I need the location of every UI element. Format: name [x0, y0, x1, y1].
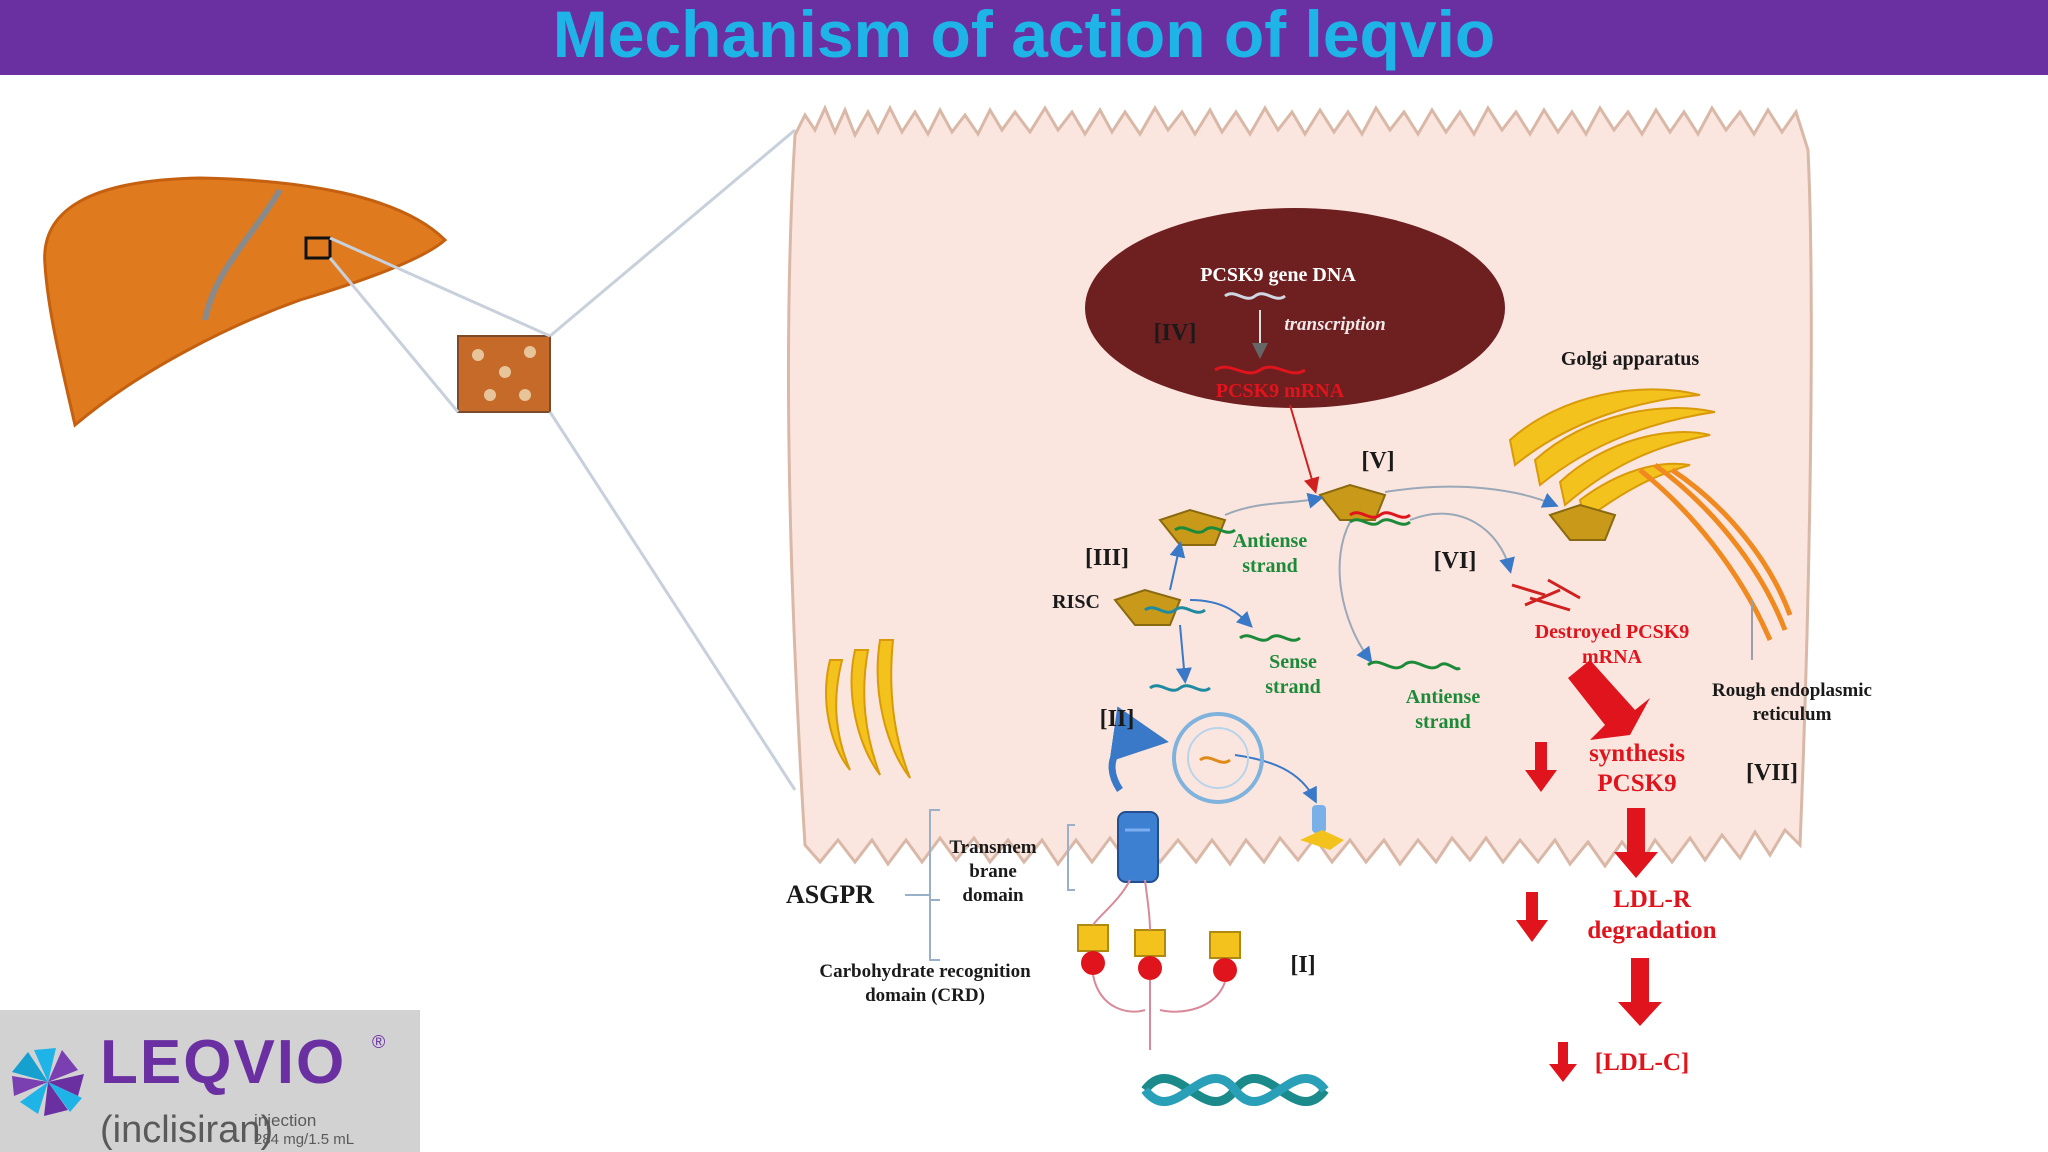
step-vii-label: [VII] [1746, 760, 1798, 786]
transmembrane-line2: brane [969, 861, 1017, 882]
antisense-bottom-line2: strand [1415, 711, 1471, 733]
step-iv-label: [IV] [1154, 320, 1197, 346]
destroyed-mrna-line2: mRNA [1582, 646, 1643, 668]
rer-label-line2: reticulum [1753, 704, 1832, 725]
inclisiran-helix-icon [1141, 1074, 1329, 1106]
leqvio-logo: LEQVIO ® (inclisiran) injection 284 mg/1… [0, 1010, 420, 1152]
page-title: Mechanism of action of leqvio [552, 0, 1496, 71]
crd-line2: domain (CRD) [865, 985, 985, 1006]
risc-complex-left [1113, 588, 1206, 626]
vesicle-stack-icon [825, 639, 911, 779]
zoom-guide-lines [328, 128, 797, 791]
registered-mark: ® [372, 1032, 386, 1052]
ldlc-label: [LDL-C] [1595, 1049, 1689, 1076]
crd-line1: Carbohydrate recognition [819, 961, 1031, 982]
mrna-strand-icon [1214, 365, 1306, 375]
tissue-zoom-icon [457, 335, 551, 413]
dna-icon [1224, 292, 1286, 300]
generic-name: (inclisiran) [100, 1109, 274, 1151]
ligand-tethers [1092, 879, 1226, 1050]
step-ii-label: [II] [1100, 706, 1135, 732]
rer-label-line1: Rough endoplasmic [1712, 680, 1872, 701]
risc-complex-right [1548, 503, 1617, 541]
asgpr-receptor [1117, 811, 1159, 883]
receptor-brackets [905, 809, 1075, 961]
synthesis-line1: synthesis [1589, 740, 1685, 767]
step-i-label: [I] [1290, 952, 1315, 978]
liver-illustration [43, 176, 448, 428]
transcription-label: transcription [1284, 314, 1385, 335]
transmembrane-line1: Transmem [949, 837, 1036, 858]
antisense-top-line1: Antiense [1233, 530, 1308, 552]
galnac-ligands [1077, 924, 1241, 982]
dose-label: 284 mg/1.5 mL [254, 1131, 355, 1148]
pcsk9-gene-label: PCSK9 gene DNA [1200, 264, 1356, 286]
risc-label: RISC [1052, 591, 1100, 613]
route-label: injection [254, 1111, 317, 1130]
step-v-label: [V] [1361, 448, 1394, 474]
endosome-icon [1172, 712, 1264, 804]
sense-line2: strand [1265, 676, 1321, 698]
golgi-apparatus-icon [1508, 388, 1716, 522]
nucleus: PCSK9 gene DNA transcription [IV] PCSK9 … [1085, 208, 1505, 408]
antisense-strand-icon [1367, 660, 1461, 671]
brand-name: LEQVIO [100, 1028, 347, 1097]
pcsk9-mrna-label: PCSK9 mRNA [1216, 380, 1345, 402]
sense-strand-icon [1239, 634, 1301, 642]
risc-complex-top [1158, 508, 1236, 546]
destroyed-mrna-line1: Destroyed PCSK9 [1535, 621, 1690, 643]
leqvio-mark-icon [12, 1048, 84, 1116]
antisense-top-line2: strand [1242, 555, 1298, 577]
step-iii-label: [III] [1085, 545, 1129, 571]
asgpr-label: ASGPR [786, 880, 874, 909]
golgi-label: Golgi apparatus [1561, 348, 1700, 370]
endocytosis-arrow [1108, 706, 1169, 792]
risc-complex-center [1318, 483, 1411, 526]
sense-line1: Sense [1269, 651, 1317, 673]
antisense-bottom-line1: Antiense [1406, 686, 1481, 708]
hepatocyte-cell [786, 104, 1813, 869]
transmembrane-line3: domain [962, 885, 1024, 906]
rough-er-icon [1638, 462, 1793, 641]
liver-zoom-box [304, 236, 332, 260]
flow-arrows [1169, 404, 1559, 804]
ldlr-line1: LDL-R [1613, 886, 1692, 913]
synthesis-line2: PCSK9 [1597, 770, 1676, 797]
sirna-duplex-icon [1149, 684, 1211, 692]
membrane-receptor-small [1300, 805, 1344, 850]
ldlr-line2: degradation [1587, 917, 1716, 944]
title-banner: Mechanism of action of leqvio [0, 0, 2048, 75]
destroyed-mrna-icon [1511, 578, 1581, 612]
downstream-cascade [1516, 660, 1662, 1082]
step-vi-label: [VI] [1434, 548, 1477, 574]
